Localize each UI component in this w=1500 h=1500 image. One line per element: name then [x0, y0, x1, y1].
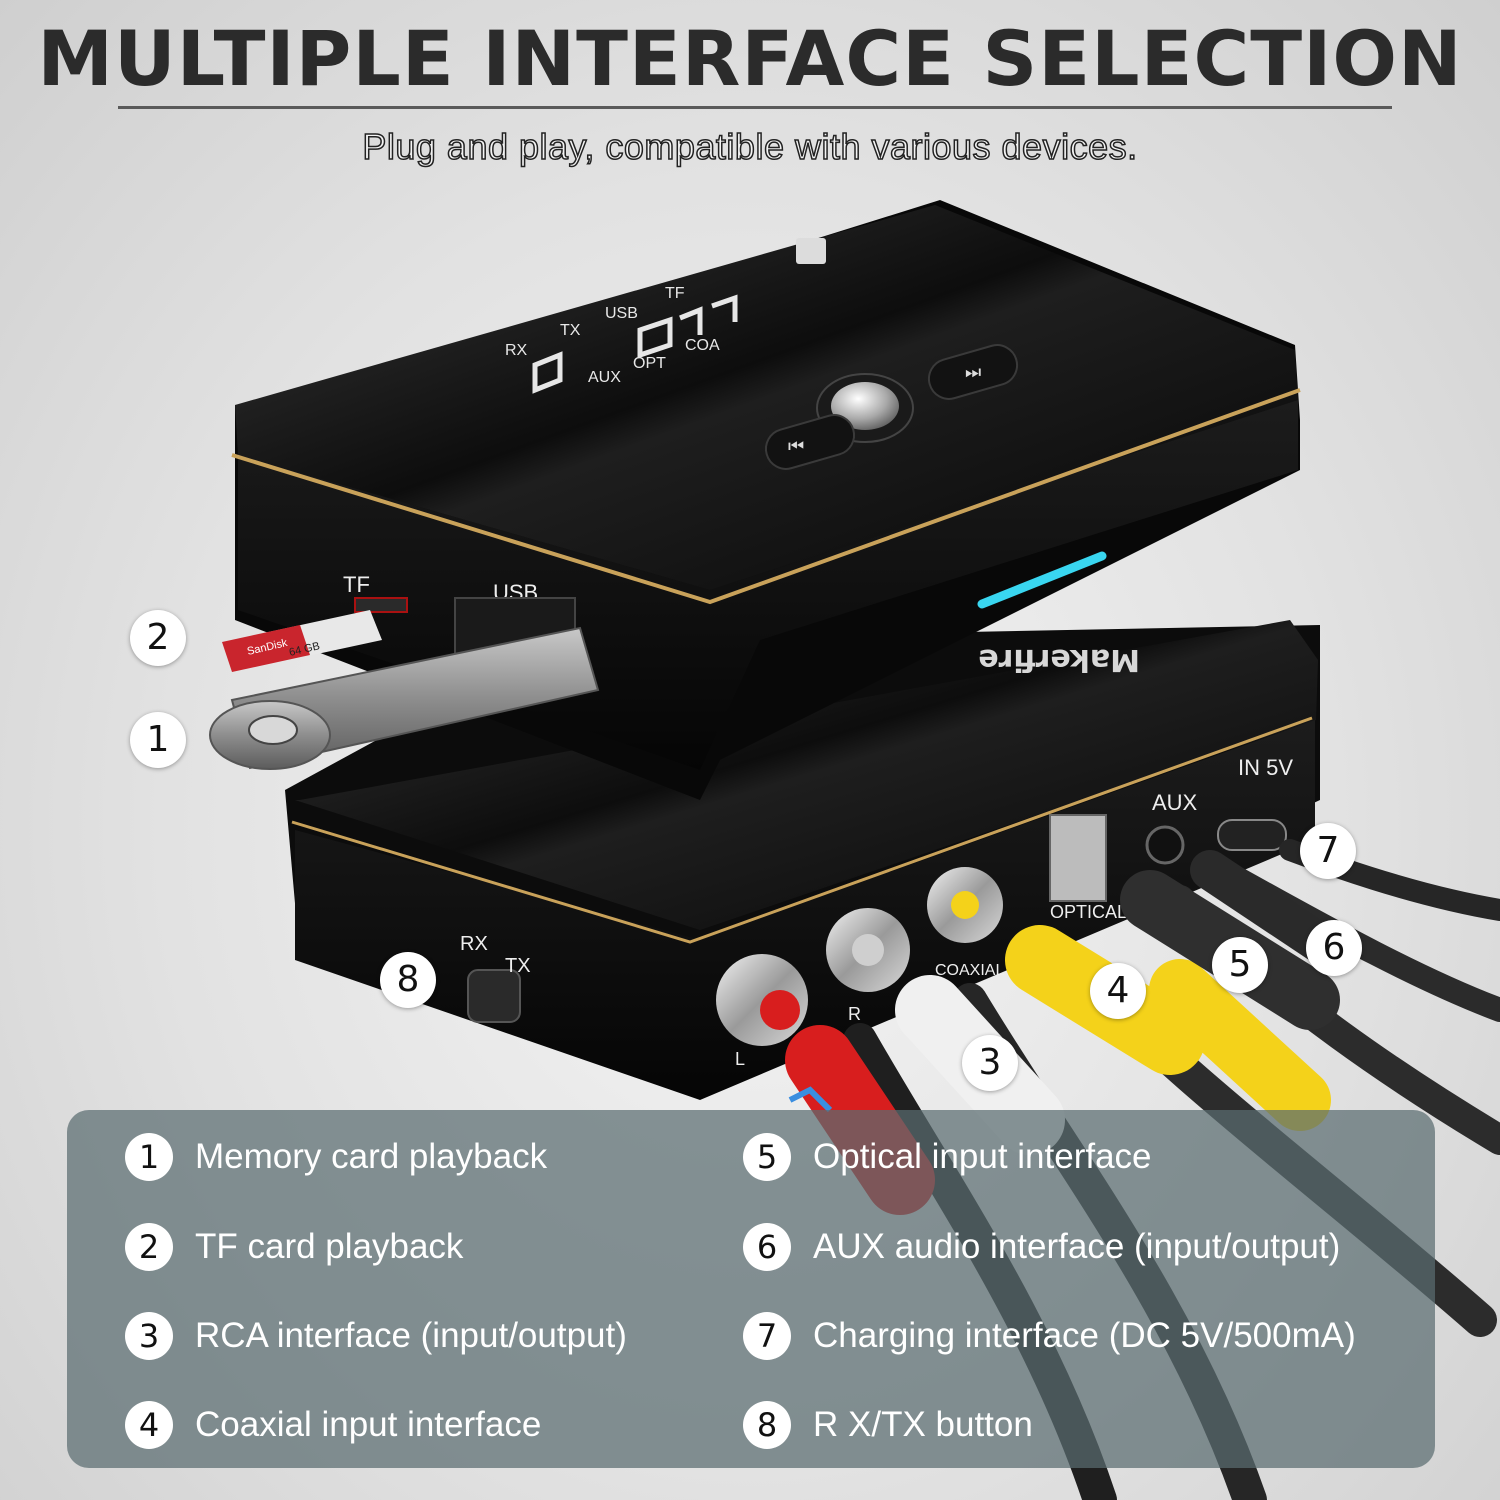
previous-button[interactable] [761, 410, 859, 473]
callout-4: 4 [1090, 963, 1146, 1019]
rx-label: RX [460, 933, 488, 955]
legend-number: 1 [125, 1133, 173, 1181]
legend-number: 8 [743, 1401, 791, 1449]
callout-7: 7 [1300, 823, 1356, 879]
next-button[interactable] [924, 340, 1022, 403]
legend-text: AUX audio interface (input/output) [813, 1227, 1341, 1266]
legend-number: 2 [125, 1223, 173, 1271]
usb-c-port [1217, 819, 1287, 851]
callout-1: 1 [130, 712, 186, 768]
nfc-icon-top [796, 238, 826, 264]
previous-icon: ⏮ [788, 436, 804, 457]
display-aux-label: AUX [588, 369, 621, 386]
legend-text: Coaxial input interface [195, 1405, 542, 1444]
legend-text: RCA interface (input/output) [195, 1316, 627, 1355]
tf-slot [354, 597, 408, 613]
in5v-label: IN 5V [1238, 755, 1293, 780]
display-rx-label: RX [505, 342, 528, 359]
legend-text: Memory card playback [195, 1137, 548, 1176]
rxtx-switch[interactable] [467, 969, 521, 1023]
top-display: RX TX USB TF AUX OPT COA [505, 285, 720, 386]
display-tx-label: TX [560, 322, 581, 339]
legend-number: 4 [125, 1401, 173, 1449]
legend-item-6: 6 AUX audio interface (input/output) [743, 1222, 1340, 1272]
tf-slot-label: TF [343, 572, 370, 597]
legend-panel: 1 Memory card playback 2 TF card playbac… [67, 1110, 1435, 1468]
legend-item-2: 2 TF card playback [125, 1222, 463, 1272]
legend-text: TF card playback [195, 1227, 464, 1266]
status-led [977, 551, 1107, 609]
legend-number: 6 [743, 1223, 791, 1271]
title-divider [118, 106, 1392, 109]
aux-port [1145, 825, 1185, 865]
callout-5: 5 [1212, 937, 1268, 993]
legend-item-8: 8 R X/TX button [743, 1400, 1033, 1450]
page-subtitle: Plug and play, compatible with various d… [362, 125, 1138, 168]
page-title: MULTIPLE INTERFACE SELECTION [37, 14, 1463, 103]
left-channel-label: L [735, 1049, 745, 1069]
legend-text: R X/TX button [813, 1405, 1033, 1444]
legend-item-1: 1 Memory card playback [125, 1132, 547, 1182]
arrow-icon [788, 1086, 833, 1113]
next-icon: ⏭ [965, 362, 981, 383]
display-tf-label: TF [665, 285, 685, 302]
aux-label: AUX [1152, 790, 1198, 815]
optical-port [1049, 814, 1107, 902]
display-opt-label: OPT [633, 355, 666, 372]
tx-label: TX [505, 955, 531, 977]
legend-number: 5 [743, 1133, 791, 1181]
legend-number: 3 [125, 1312, 173, 1360]
lower-device: Makerfire RX TX IN 5V AUX OPTICAL COAXIA… [285, 620, 1320, 1100]
display-usb-label: USB [605, 305, 638, 322]
legend-text: Optical input interface [813, 1137, 1152, 1176]
legend-item-5: 5 Optical input interface [743, 1132, 1152, 1182]
right-channel-label: R [848, 1004, 861, 1024]
tf-card: SanDisk 64 GB [222, 610, 382, 672]
legend-text: Charging interface (DC 5V/500mA) [813, 1316, 1356, 1355]
legend-item-7: 7 Charging interface (DC 5V/500mA) [743, 1311, 1356, 1361]
legend-number: 7 [743, 1312, 791, 1360]
display-coa-label: COA [685, 337, 720, 354]
brand-label: Makerfire [978, 642, 1140, 677]
callout-6: 6 [1306, 920, 1362, 976]
optical-label: OPTICAL [1050, 902, 1127, 922]
callout-8: 8 [380, 952, 436, 1008]
play-pause-button[interactable] [831, 382, 899, 430]
coaxial-label: COAXIAL [935, 962, 1004, 979]
legend-item-4: 4 Coaxial input interface [125, 1400, 541, 1450]
callout-3: 3 [962, 1035, 1018, 1091]
legend-item-3: 3 RCA interface (input/output) [125, 1311, 627, 1361]
callout-2: 2 [130, 610, 186, 666]
usb-drive [209, 626, 600, 770]
